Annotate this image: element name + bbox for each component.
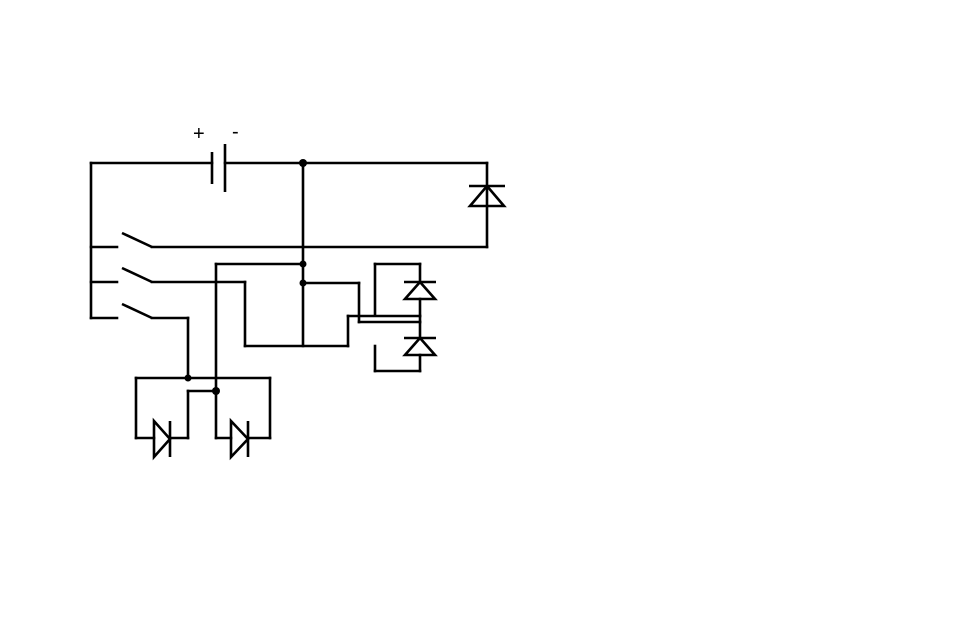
- switch-1-circuit: [150, 161, 489, 249]
- junction-dot: [184, 374, 192, 382]
- right-diode-pair-wiring: [346, 262, 422, 373]
- battery-symbol: [210, 144, 227, 192]
- switch-1: [121, 231, 153, 249]
- switch-3-circuit: [150, 316, 190, 380]
- switch-2: [121, 266, 153, 284]
- diode-bottom-left: [152, 417, 172, 461]
- switch-2-circuit: [150, 280, 350, 348]
- upper-feed: [214, 262, 305, 393]
- battery-plus-label: +: [193, 123, 205, 145]
- junction-dot: [212, 387, 220, 395]
- diode-middle-upper: [402, 280, 438, 301]
- junction-dot: [299, 159, 307, 167]
- bottom-diode-pair-wiring: [134, 376, 272, 440]
- junction-dot: [299, 260, 307, 268]
- diode-top-right: [467, 183, 507, 208]
- junction-dot: [299, 279, 307, 287]
- left-rail: [89, 161, 119, 320]
- diode-middle-lower: [402, 336, 438, 357]
- junction-dots: [184, 159, 307, 395]
- switch-3: [121, 302, 153, 320]
- central-bus: [301, 161, 361, 348]
- battery-minus-label: -: [232, 121, 239, 143]
- diode-bottom-right: [229, 417, 250, 461]
